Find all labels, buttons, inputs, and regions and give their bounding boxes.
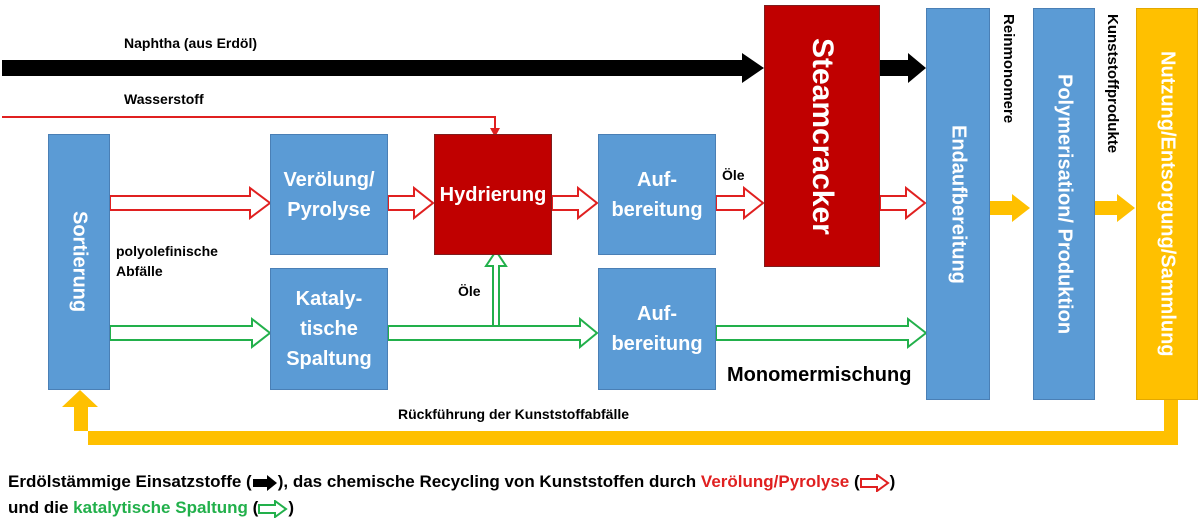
green-arrow-oele-up [484, 249, 508, 327]
gold-arrow-reinmonomere [990, 194, 1030, 222]
aufbereitung-top-box: Auf- bereitung [598, 134, 716, 255]
steamcracker-output-arrow [880, 53, 926, 83]
legend-green-text: katalytische Spaltung [73, 498, 248, 517]
aufbereitung-bottom-box: Auf- bereitung [598, 268, 716, 390]
endaufbereitung-box: Endaufbereitung [926, 8, 990, 400]
black-arrow-legend-icon [252, 474, 277, 491]
wasserstoff-label: Wasserstoff [124, 91, 204, 107]
katalytische-spaltung-box: Kataly- tische Spaltung [270, 268, 388, 390]
kunststoffprodukte-label: Kunststoffprodukte [1104, 14, 1121, 154]
legend-line-2: und die katalytische Spaltung () [8, 498, 295, 519]
red-arrow-steamcracker-endaufbereitung [879, 185, 927, 221]
legend-red-text: Verölung/Pyrolyse [700, 472, 850, 491]
green-arrow-katalytische-aufbereitung [387, 316, 599, 350]
polyolefinische-abfaelle-label: polyolefinische Abfälle [116, 243, 218, 279]
legend-text: ), das chemische Recycling von Kunststof… [277, 472, 701, 491]
red-arrow-sortierung-veroelung [109, 186, 272, 220]
legend-text: Erdölstämmige Einsatzstoffe ( [8, 472, 252, 491]
red-arrow-veroelung-hydrierung [387, 185, 435, 221]
legend-text: und die [8, 498, 74, 517]
polymerisation-box: Polymerisation/ Produktion [1033, 8, 1095, 400]
gold-return-arrow [62, 390, 1178, 445]
green-arrow-sortierung-katalytische [109, 316, 272, 350]
reinmonomere-label: Reinmonomere [1000, 14, 1017, 124]
legend-text: ) [288, 498, 295, 517]
legend-text: ( [247, 498, 259, 517]
green-hollow-arrow-legend-icon [258, 498, 289, 519]
legend-text: ) [889, 472, 896, 491]
oele-mid-label: Öle [458, 283, 481, 299]
green-arrow-aufbereitung-endaufbereitung [715, 316, 928, 350]
legend-line-1: Erdölstämmige Einsatzstoffe ( ), das chem… [8, 472, 896, 493]
sortierung-box: Sortierung [48, 134, 110, 390]
steamcracker-box: Steamcracker [764, 5, 880, 267]
legend-text: ( [849, 472, 860, 491]
oele-top-label: Öle [722, 167, 745, 183]
rueckfuehrung-label: Rückführung der Kunststoffabfälle [398, 406, 630, 422]
gold-arrow-kunststoffprodukte [1095, 194, 1135, 222]
veroelung-box: Verölung/ Pyrolyse [270, 134, 388, 255]
red-arrow-hydrierung-aufbereitung [551, 185, 599, 221]
nutzung-box: Nutzung/Entsorgung/Sammlung [1136, 8, 1198, 400]
red-arrow-aufbereitung-steamcracker [715, 185, 765, 221]
red-hollow-arrow-legend-icon [859, 472, 890, 493]
hydrierung-box: Hydrierung [434, 134, 552, 255]
monomermischung-label: Monomermischung [727, 364, 912, 386]
naphtha-arrow [2, 53, 764, 83]
naphtha-label: Naphtha (aus Erdöl) [124, 35, 258, 51]
wasserstoff-line [2, 116, 496, 130]
